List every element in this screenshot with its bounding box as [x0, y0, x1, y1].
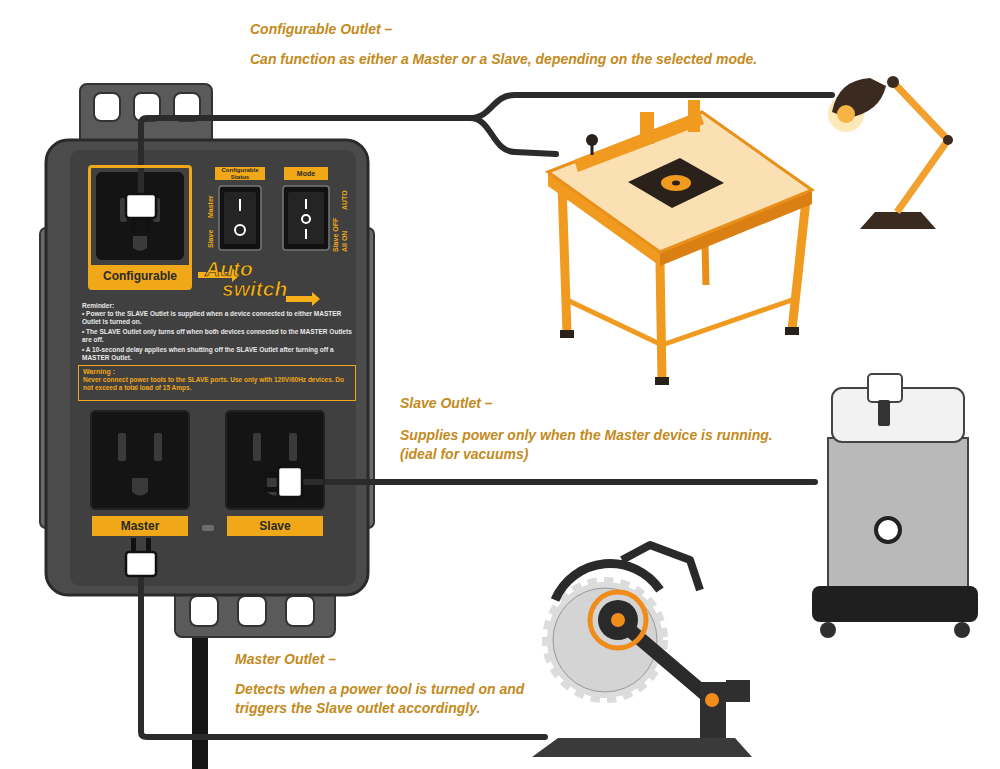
logo-text: switch [222, 278, 312, 300]
plug [126, 538, 156, 576]
callout-text: Supplies power only when the Master devi… [400, 426, 810, 464]
miter-saw [532, 545, 752, 757]
master-outlet: Master [90, 410, 190, 510]
warning-box: Warning :Never connect power tools to th… [78, 365, 356, 401]
node-text: AUTO [341, 190, 349, 210]
vacuum [812, 374, 978, 638]
callout-heading: Master Outlet – [235, 650, 535, 669]
rocker-switch [219, 186, 261, 250]
node-text: Configurable [91, 265, 189, 287]
reminder-note: • A 10-second delay applies when shuttin… [82, 346, 352, 362]
mode-switch: ModeAUTOSlave OFFAll ON [278, 166, 352, 256]
node-text: Configurable Status [215, 167, 265, 180]
callout-text: Detects when a power tool is turned on a… [235, 680, 565, 718]
outlet-face [90, 410, 190, 510]
lamp [828, 76, 953, 229]
node-text: Warning : [83, 368, 115, 376]
reminder-heading: Reminder: [82, 302, 352, 310]
reminder-note: • Power to the SLAVE Outlet is supplied … [82, 310, 352, 326]
node-text: Slave [207, 230, 215, 248]
plug [264, 467, 302, 497]
node-text: Master [207, 195, 215, 218]
node-text: Never connect power tools to the SLAVE p… [83, 376, 351, 392]
outlet-face [225, 410, 325, 510]
callout-heading: Configurable Outlet – [250, 20, 850, 39]
logo-text: Auto [205, 258, 295, 280]
reminder-note: • The SLAVE Outlet only turns off when b… [82, 328, 352, 344]
node-text: Slave [227, 516, 323, 536]
status-switch: Configurable StatusMasterSlave [205, 166, 269, 256]
router-table [548, 100, 812, 385]
configurable-outlet: Configurable [88, 165, 192, 290]
slave-outlet: Slave [225, 410, 325, 510]
plug [126, 194, 156, 233]
node-text: Mode [284, 167, 328, 180]
node-text: Slave OFF [332, 218, 340, 252]
callout-heading: Slave Outlet – [400, 394, 700, 413]
callout-text: Can function as either a Master or a Sla… [250, 50, 870, 69]
cord [141, 95, 832, 737]
node-text: All ON [341, 231, 349, 252]
rocker-switch [283, 186, 329, 250]
device-body [40, 140, 374, 595]
node-text: Master [92, 516, 188, 536]
